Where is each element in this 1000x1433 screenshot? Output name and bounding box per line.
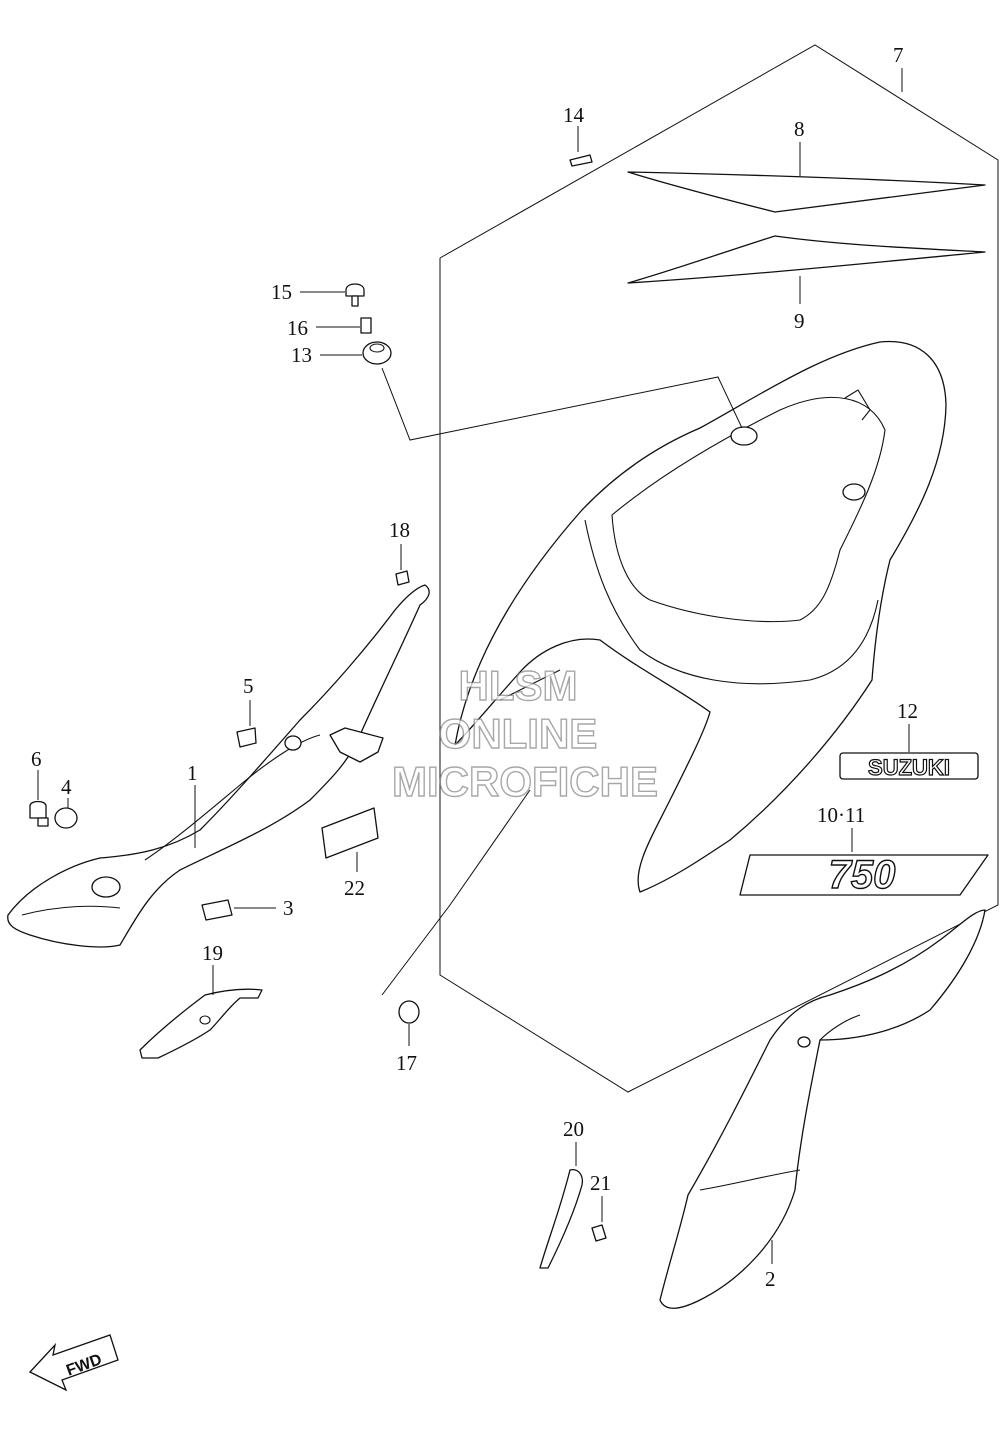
side-cover-right bbox=[659, 909, 986, 1309]
side-cover-left bbox=[7, 584, 430, 948]
callout-2: 2 bbox=[765, 1267, 776, 1291]
bracket-19 bbox=[139, 988, 263, 1059]
side-cover-left-bracket bbox=[329, 727, 384, 763]
grommet-13-hole bbox=[369, 343, 385, 353]
callout-5: 5 bbox=[243, 674, 254, 698]
leader-17-to-cowl bbox=[381, 789, 531, 996]
tail-cowl-seat-opening bbox=[611, 396, 886, 623]
side-cover-left-hole-2 bbox=[284, 735, 302, 751]
watermark-line-2: ONLINE bbox=[439, 710, 598, 757]
callout-18: 18 bbox=[389, 518, 410, 542]
screw-21 bbox=[591, 1224, 607, 1242]
tail-cowl-mount-hole-2 bbox=[842, 483, 866, 501]
grommet-17 bbox=[398, 1000, 420, 1024]
callout-14: 14 bbox=[563, 103, 585, 127]
callout-13: 13 bbox=[291, 343, 312, 367]
screw-15-thread bbox=[351, 295, 359, 307]
grommet-4 bbox=[54, 807, 78, 829]
fwd-arrow bbox=[28, 1334, 119, 1392]
callout-12: 12 bbox=[897, 699, 918, 723]
callout-1: 1 bbox=[187, 761, 198, 785]
model-emblem-10-11 bbox=[739, 854, 989, 896]
callout-20: 20 bbox=[563, 1117, 584, 1141]
callout-3: 3 bbox=[283, 896, 294, 920]
bolt-6-thread bbox=[37, 817, 49, 827]
collar-16 bbox=[360, 317, 372, 334]
tail-cowl-mount-hole bbox=[730, 426, 758, 446]
callout-21: 21 bbox=[590, 1171, 611, 1195]
bracket-20 bbox=[539, 1169, 584, 1269]
callout-15: 15 bbox=[271, 280, 292, 304]
callout-4: 4 bbox=[61, 775, 72, 799]
stripe-decal-9 bbox=[627, 235, 986, 284]
callout-22: 22 bbox=[344, 876, 365, 900]
suzuki-emblem-12 bbox=[839, 752, 979, 780]
screw-18 bbox=[395, 570, 410, 586]
stripe-decal-8 bbox=[627, 171, 986, 213]
side-cover-right-inner bbox=[699, 1014, 861, 1191]
screw-15 bbox=[345, 283, 365, 297]
tail-cowl-inner-edge bbox=[584, 519, 879, 685]
callout-16: 16 bbox=[287, 316, 308, 340]
watermark-line-1: HLSM bbox=[459, 662, 578, 709]
side-cover-left-hole bbox=[91, 876, 121, 898]
callout-10-11: 10·11 bbox=[817, 803, 865, 827]
callout-7: 7 bbox=[893, 43, 904, 67]
callout-17: 17 bbox=[396, 1051, 417, 1075]
tail-cowl-lower-edge bbox=[499, 669, 561, 701]
suzuki-emblem-text: SUZUKI bbox=[868, 755, 950, 780]
tail-cowl-tab bbox=[844, 389, 871, 421]
assembly-group-outline bbox=[439, 44, 999, 1093]
callout-19: 19 bbox=[202, 941, 223, 965]
grommet-13 bbox=[362, 341, 392, 365]
label-plate-14 bbox=[569, 154, 593, 167]
grommet-5 bbox=[236, 727, 257, 748]
leader-13-to-cowl bbox=[381, 367, 743, 441]
pad-22 bbox=[321, 807, 379, 859]
model-emblem-text: 750 bbox=[829, 853, 896, 897]
bracket-19-hole bbox=[199, 1015, 211, 1025]
bolt-6 bbox=[29, 800, 47, 819]
watermark-line-3: MICROFICHE bbox=[392, 758, 658, 805]
callout-9: 9 bbox=[794, 309, 805, 333]
side-cover-right-hole bbox=[797, 1036, 811, 1048]
callout-6: 6 bbox=[31, 747, 42, 771]
tail-cowl bbox=[454, 340, 947, 893]
callout-8: 8 bbox=[794, 117, 805, 141]
cushion-3 bbox=[201, 899, 233, 921]
